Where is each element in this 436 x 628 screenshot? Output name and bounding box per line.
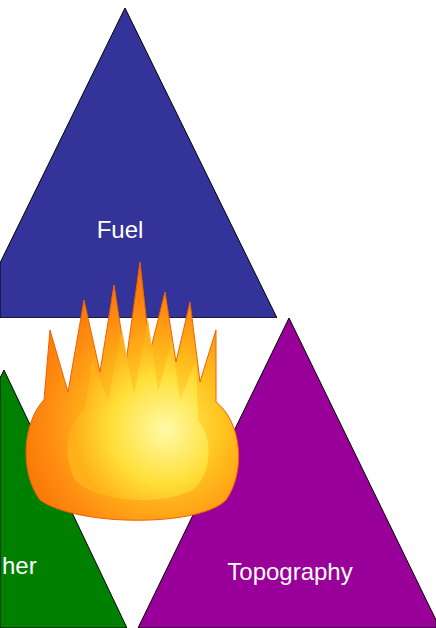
triangle-label: Fuel [97,216,144,244]
triangle-label: her [2,552,37,580]
triangle-label: Topography [227,558,352,586]
